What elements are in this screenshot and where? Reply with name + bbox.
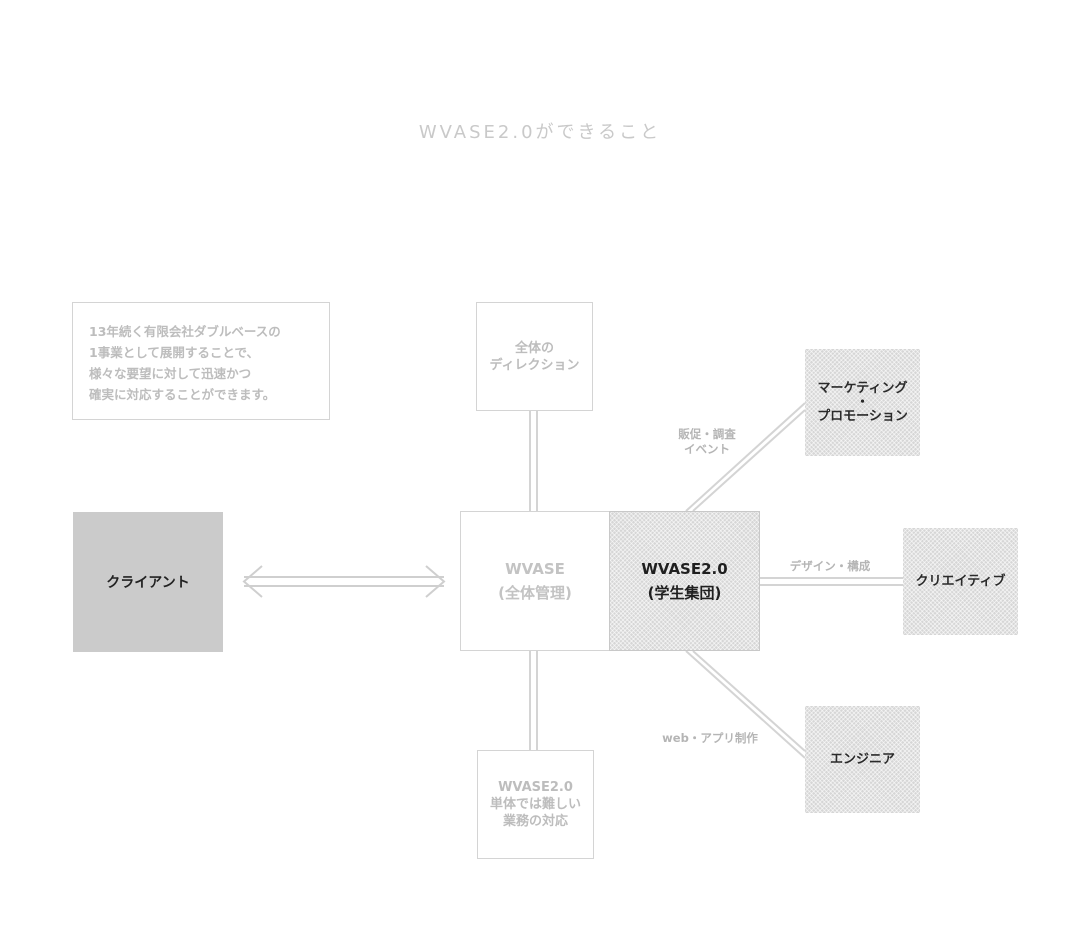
intro-text-box: 13年続く有限会社ダブルベースの 1事業として展開することで、 様々な要望に対し…	[72, 302, 330, 420]
intro-line: 様々な要望に対して迅速かつ	[89, 366, 252, 381]
direction-box: 全体の ディレクション	[476, 302, 593, 411]
creative-box: クリエイティブ	[903, 528, 1018, 635]
engineer-box: エンジニア	[805, 706, 920, 813]
client-box: クライアント	[73, 512, 223, 652]
standalone-line-2: 単体では難しい	[489, 797, 581, 812]
edge-label-marketing-line-2: イベント	[684, 442, 730, 456]
connector-engineer	[685, 650, 806, 759]
wvase-label: WVASE	[505, 560, 565, 578]
edge-label-marketing-line-1: 販促・調査	[678, 427, 736, 441]
wvase2-box: WVASE2.0 (学生集団)	[609, 511, 760, 651]
creative-label: クリエイティブ	[915, 573, 1006, 589]
wvase2-label: WVASE2.0	[641, 560, 728, 578]
marketing-line-1: マーケティング	[817, 380, 908, 396]
wvase-sublabel: (全体管理)	[498, 584, 572, 602]
standalone-line-3: 業務の対応	[502, 814, 568, 829]
marketing-box: マーケティング ・ プロモーション	[805, 349, 920, 456]
intro-line: 13年続く有限会社ダブルベースの	[89, 324, 281, 339]
standalone-box: WVASE2.0 単体では難しい 業務の対応	[477, 750, 594, 859]
standalone-line-1: WVASE2.0	[498, 780, 573, 795]
edge-label-marketing: 販促・調査 イベント	[662, 427, 752, 457]
marketing-line-2: ・	[855, 394, 869, 410]
marketing-line-3: プロモーション	[817, 408, 908, 424]
page-title: WVASE2.0ができること	[418, 122, 662, 143]
edge-label-creative: デザイン・構成	[789, 559, 871, 573]
intro-line: 確実に対応することができます。	[89, 387, 276, 402]
direction-line-1: 全体の	[514, 340, 554, 356]
direction-line-2: ディレクション	[489, 357, 580, 373]
bidirectional-arrow	[242, 565, 446, 598]
intro-line: 1事業として展開することで、	[89, 345, 259, 360]
connector-marketing	[685, 402, 806, 512]
wvase-box: WVASE (全体管理)	[460, 511, 610, 651]
edge-label-engineer: web・アプリ制作	[662, 731, 758, 745]
engineer-label: エンジニア	[829, 751, 895, 767]
wvase2-sublabel: (学生集団)	[647, 584, 722, 602]
client-label: クライアント	[106, 575, 190, 591]
